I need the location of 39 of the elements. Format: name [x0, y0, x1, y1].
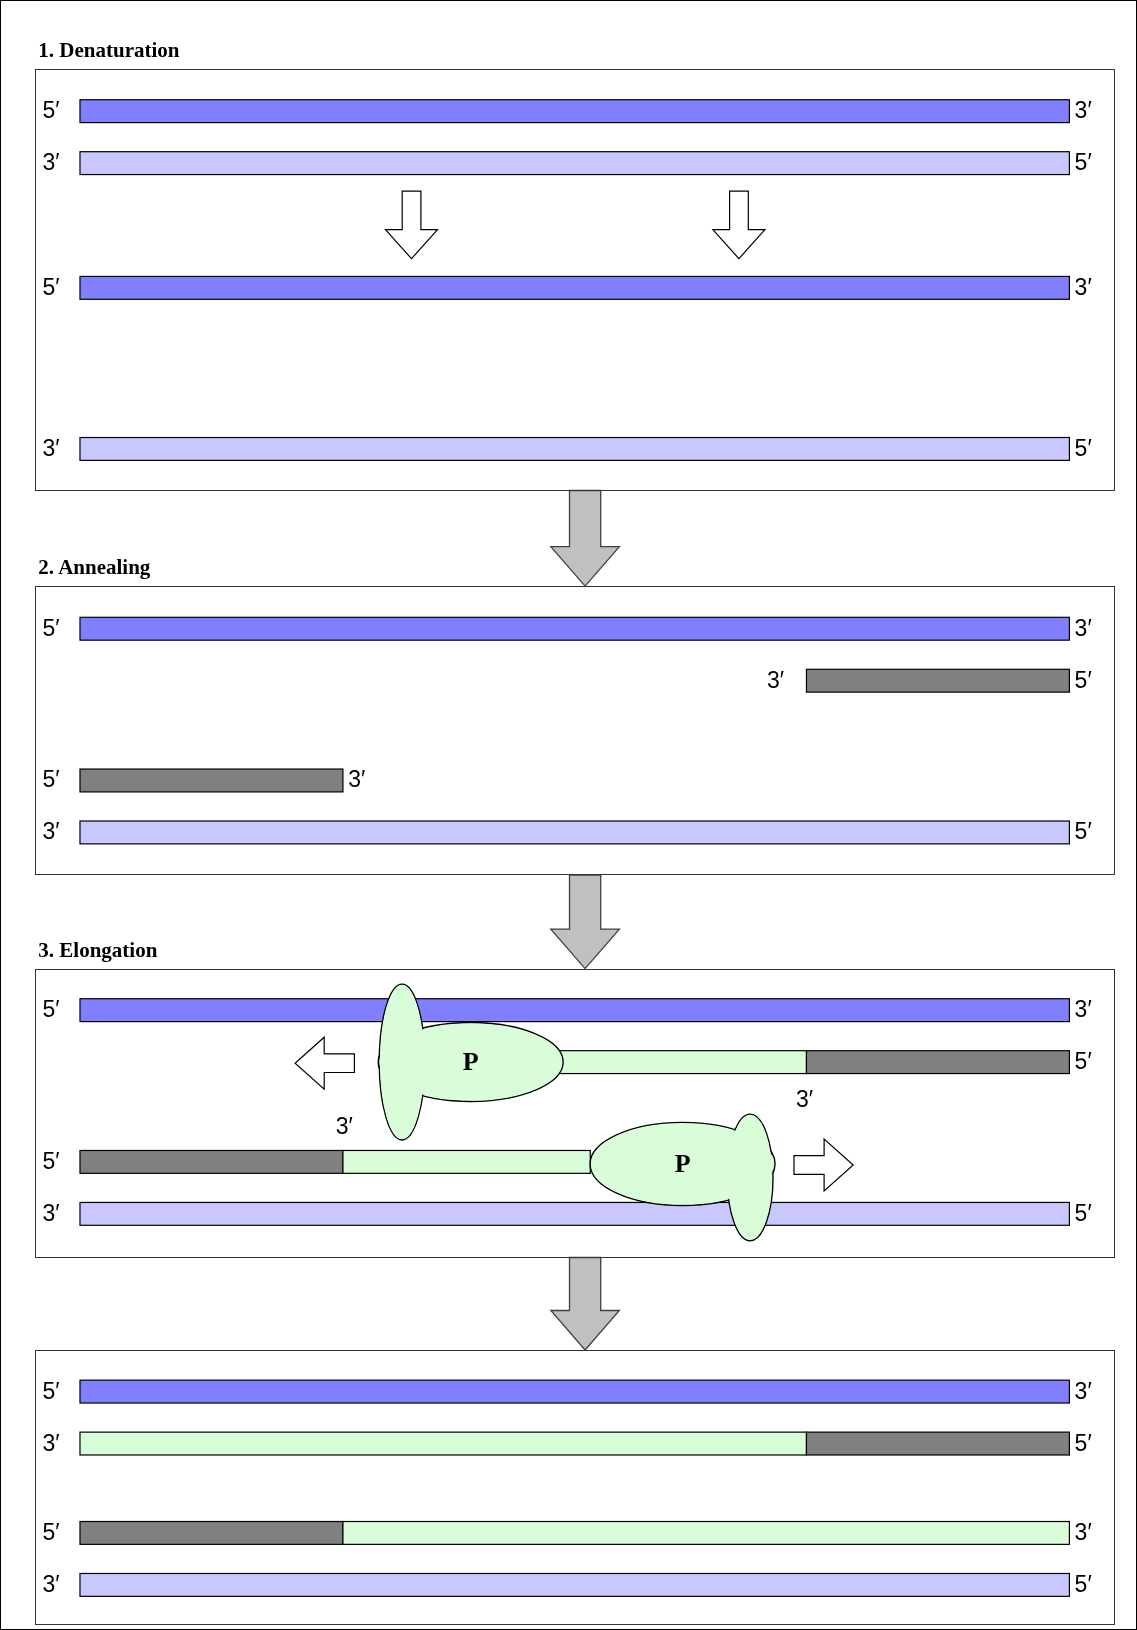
strand-end-label: 3′ — [1074, 275, 1092, 299]
block-arrow — [549, 874, 621, 970]
strand-end-label: 5′ — [1074, 1431, 1092, 1455]
strand-end-label: 5′ — [1074, 436, 1092, 460]
stage-heading: 1. Denaturation — [38, 37, 180, 63]
strand-end-label: 5′ — [1074, 1572, 1092, 1596]
strand-end-label: 3′ — [42, 436, 60, 460]
stage-heading: 2. Annealing — [38, 555, 151, 581]
strand-end-label: 5′ — [42, 1149, 60, 1173]
strand-end-label: 3′ — [42, 1201, 60, 1225]
strand-end-label: 3′ — [42, 1572, 60, 1596]
strand-end-label: 5′ — [42, 99, 60, 123]
strand-end-label: 5′ — [1074, 668, 1092, 692]
strand-end-label: 3′ — [1074, 1520, 1092, 1544]
block-arrow — [549, 489, 621, 588]
strand-end-label: 5′ — [1074, 151, 1092, 175]
block-arrow — [549, 1256, 621, 1351]
strand-end-label: 3′ — [42, 820, 60, 844]
strand-end-label: 3′ — [1074, 998, 1092, 1022]
stage-panel — [35, 1350, 1116, 1626]
strand-end-label: 3′ — [1074, 616, 1092, 640]
strand-end-label: 3′ — [42, 151, 60, 175]
strand-end-label: 5′ — [1074, 1201, 1092, 1225]
strand-end-label: 3′ — [335, 1114, 353, 1138]
strand-end-label: 5′ — [42, 616, 60, 640]
strand-end-label: 5′ — [42, 1379, 60, 1403]
strand-end-label: 3′ — [796, 1087, 814, 1111]
strand-end-label: 5′ — [1074, 1050, 1092, 1074]
strand-end-label: 5′ — [42, 768, 60, 792]
strand-end-label: 5′ — [42, 275, 60, 299]
strand-end-label: 3′ — [42, 1431, 60, 1455]
strand-end-label: 5′ — [42, 998, 60, 1022]
stage-heading: 3. Elongation — [38, 937, 158, 963]
strand-end-label: 3′ — [1074, 1379, 1092, 1403]
strand-end-label: 3′ — [766, 668, 785, 692]
strand-end-label: 5′ — [42, 1520, 60, 1544]
strand-end-label: 3′ — [348, 768, 366, 792]
strand-end-label: 3′ — [1074, 99, 1092, 123]
strand-end-label: 5′ — [1074, 820, 1092, 844]
